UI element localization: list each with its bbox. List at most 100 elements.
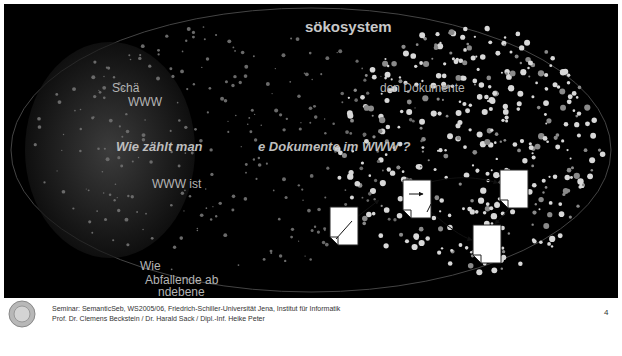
web-node-dot — [103, 76, 104, 77]
web-node-dot — [451, 249, 455, 253]
web-node-dot — [421, 146, 424, 149]
web-node-dot — [570, 176, 573, 179]
web-node-dot — [126, 130, 130, 134]
web-node-dot — [201, 67, 202, 68]
web-node-dot — [248, 117, 250, 119]
web-node-dot — [374, 179, 377, 182]
web-node-dot — [310, 174, 314, 178]
web-node-dot — [206, 57, 209, 60]
bullet-fragment: ndebene — [158, 286, 205, 300]
web-node-dot — [62, 190, 66, 194]
web-node-dot — [131, 195, 134, 198]
web-node-dot — [80, 128, 82, 130]
web-node-dot — [474, 84, 476, 86]
web-node-dot — [502, 250, 505, 253]
web-node-dot — [549, 236, 555, 242]
web-node-dot — [488, 40, 492, 44]
web-node-dot — [368, 174, 371, 177]
web-node-dot — [539, 240, 543, 244]
web-node-dot — [561, 139, 564, 142]
web-node-dot — [344, 203, 347, 206]
web-node-dot — [366, 199, 369, 202]
web-node-dot — [578, 185, 582, 189]
web-node-dot — [459, 100, 462, 103]
web-node-dot — [401, 45, 405, 49]
web-node-dot — [574, 122, 579, 127]
web-node-dot — [456, 75, 462, 81]
web-node-dot — [485, 26, 490, 31]
web-node-dot — [380, 180, 386, 186]
web-node-dot — [205, 188, 206, 189]
web-node-dot — [291, 228, 294, 231]
web-node-dot — [419, 227, 424, 232]
web-node-dot — [372, 115, 374, 117]
web-node-dot — [584, 148, 588, 152]
web-node-dot — [397, 126, 400, 129]
web-node-dot — [448, 214, 452, 218]
web-node-dot — [420, 140, 423, 143]
web-node-dot — [456, 136, 460, 140]
web-node-dot — [558, 202, 562, 206]
web-node-dot — [210, 218, 212, 220]
web-node-dot — [516, 107, 520, 111]
web-node-dot — [505, 119, 508, 122]
web-node-dot — [412, 244, 418, 250]
web-node-dot — [421, 137, 426, 142]
web-node-dot — [106, 157, 110, 161]
web-node-dot — [138, 57, 141, 60]
web-node-dot — [117, 209, 120, 212]
web-node-dot — [385, 72, 391, 78]
web-node-dot — [456, 110, 462, 116]
web-node-dot — [455, 136, 461, 142]
web-node-dot — [518, 262, 522, 266]
web-node-dot — [72, 87, 76, 91]
web-node-dot — [238, 264, 240, 266]
web-node-dot — [233, 75, 236, 78]
web-node-dot — [442, 74, 447, 79]
web-node-dot — [422, 95, 428, 101]
web-node-dot — [317, 208, 321, 212]
web-node-dot — [185, 40, 187, 42]
web-node-dot — [157, 49, 160, 52]
web-node-dot — [355, 60, 358, 63]
web-node-dot — [96, 210, 98, 212]
web-node-dot — [311, 79, 313, 81]
web-node-dot — [424, 37, 427, 40]
web-node-dot — [132, 160, 134, 162]
web-node-dot — [592, 118, 597, 123]
web-node-dot — [416, 43, 419, 46]
web-node-dot — [576, 96, 579, 99]
web-node-dot — [285, 196, 288, 199]
web-node-dot — [93, 60, 96, 63]
web-node-dot — [212, 206, 213, 207]
web-node-dot — [463, 48, 467, 52]
web-node-dot — [454, 59, 459, 64]
web-node-dot — [350, 119, 354, 123]
web-node-dot — [151, 237, 154, 240]
web-node-dot — [372, 212, 376, 216]
web-node-dot — [127, 195, 129, 197]
web-node-dot — [183, 210, 184, 211]
web-node-dot — [479, 82, 485, 88]
web-node-dot — [179, 236, 183, 240]
web-node-dot — [432, 216, 437, 221]
web-node-dot — [501, 72, 503, 74]
web-node-dot — [584, 104, 590, 110]
web-node-dot — [173, 246, 176, 249]
web-node-dot — [496, 158, 498, 160]
web-node-dot — [414, 235, 419, 240]
web-node-dot — [475, 168, 479, 172]
web-node-dot — [434, 195, 439, 200]
web-node-dot — [200, 213, 204, 217]
web-node-dot — [317, 230, 320, 233]
web-node-dot — [485, 172, 489, 176]
web-node-dot — [120, 164, 123, 167]
web-node-dot — [459, 243, 463, 247]
web-node-dot — [501, 255, 506, 260]
web-node-dot — [417, 164, 423, 170]
web-node-dot — [117, 197, 118, 198]
web-node-dot — [462, 76, 467, 81]
web-node-dot — [567, 99, 572, 104]
web-node-dot — [439, 198, 444, 203]
web-node-dot — [399, 233, 403, 237]
